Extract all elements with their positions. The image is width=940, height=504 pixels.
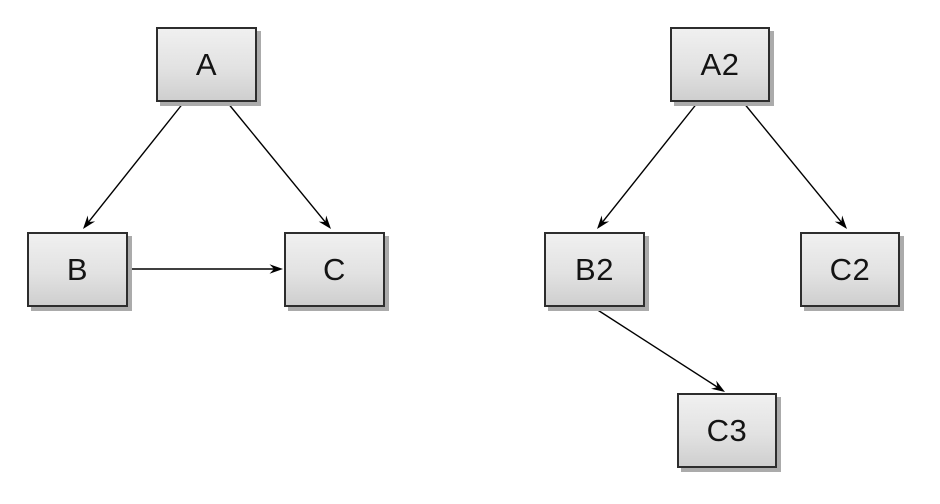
node-A: A: [156, 27, 257, 102]
edge-B2-C3: [592, 306, 725, 392]
node-C: C: [284, 232, 385, 307]
arrowhead-icon: [269, 264, 283, 274]
node-label: A: [195, 46, 218, 82]
node-A2: A2: [670, 27, 770, 102]
arrowhead-icon: [597, 215, 610, 229]
arrowhead-icon: [318, 215, 331, 229]
node-label: C: [323, 251, 346, 287]
node-label: C2: [829, 251, 871, 287]
node-B2: B2: [544, 232, 645, 307]
node-C2: C2: [800, 232, 900, 307]
node-label: A2: [700, 46, 740, 82]
node-label: B2: [575, 251, 614, 287]
edge-A2-C2: [742, 101, 847, 229]
edge-A2-B2: [597, 101, 699, 229]
node-label: C3: [706, 412, 748, 448]
arrowhead-icon: [83, 215, 96, 229]
node-label: B: [66, 251, 89, 287]
edge-A-C: [226, 101, 331, 229]
node-C3: C3: [677, 393, 777, 468]
edge-A-B: [83, 101, 185, 229]
node-B: B: [27, 232, 128, 307]
arrowhead-icon: [834, 215, 847, 229]
edge-B-C: [129, 264, 283, 274]
